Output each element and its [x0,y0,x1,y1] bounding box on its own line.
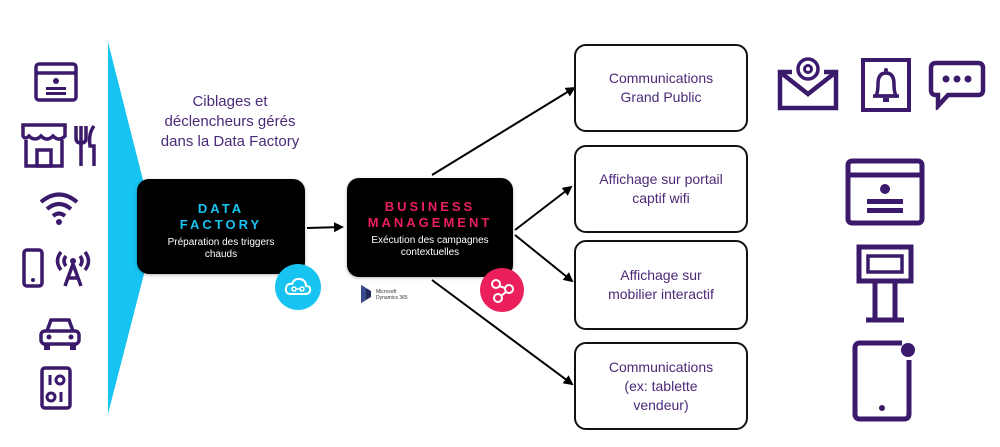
targeting-wedge [108,42,148,414]
business-management-box: BUSINESS MANAGEMENT Exécution des campag… [347,178,513,277]
output-affichage-mobilier-interactif: Affichage sur mobilier interactif [574,240,748,330]
dynamics-365-logo-icon [360,284,372,304]
output-affichage-portail-captif: Affichage sur portail captif wifi [574,145,748,233]
parking-meter-icon [40,366,72,410]
business-management-title: BUSINESS MANAGEMENT [367,199,493,230]
workflow-icon [480,268,524,312]
antenna-icon [52,246,94,288]
data-factory-subtitle: Préparation des triggers chauds [167,237,275,260]
output-communications-tablette: Communications (ex: tablette vendeur) [574,342,748,430]
kiosk-icon [856,244,914,324]
dynamics-365-label: Microsoft Dynamics 365 [376,289,408,301]
web-page-icon [34,62,78,102]
data-factory-title: DATA FACTORY [179,201,263,232]
storefront-icon [20,122,68,168]
web-page-icon [845,158,925,226]
business-management-subtitle: Exécution des campagnes contextuelles [371,235,489,258]
targeting-caption: Ciblages et déclencheurs gérés dans la D… [160,93,300,150]
fork-knife-icon [74,124,98,168]
tablet-icon [852,340,918,422]
chat-icon [928,60,986,110]
wifi-icon [38,190,80,226]
bell-icon [861,58,911,112]
data-factory-box: DATA FACTORY Préparation des triggers ch… [137,179,305,274]
output-communications-grand-public: Communications Grand Public [574,44,748,132]
smartphone-icon [22,248,44,288]
cloud-sync-icon [275,264,321,310]
email-icon [776,56,840,112]
car-icon [38,316,82,352]
